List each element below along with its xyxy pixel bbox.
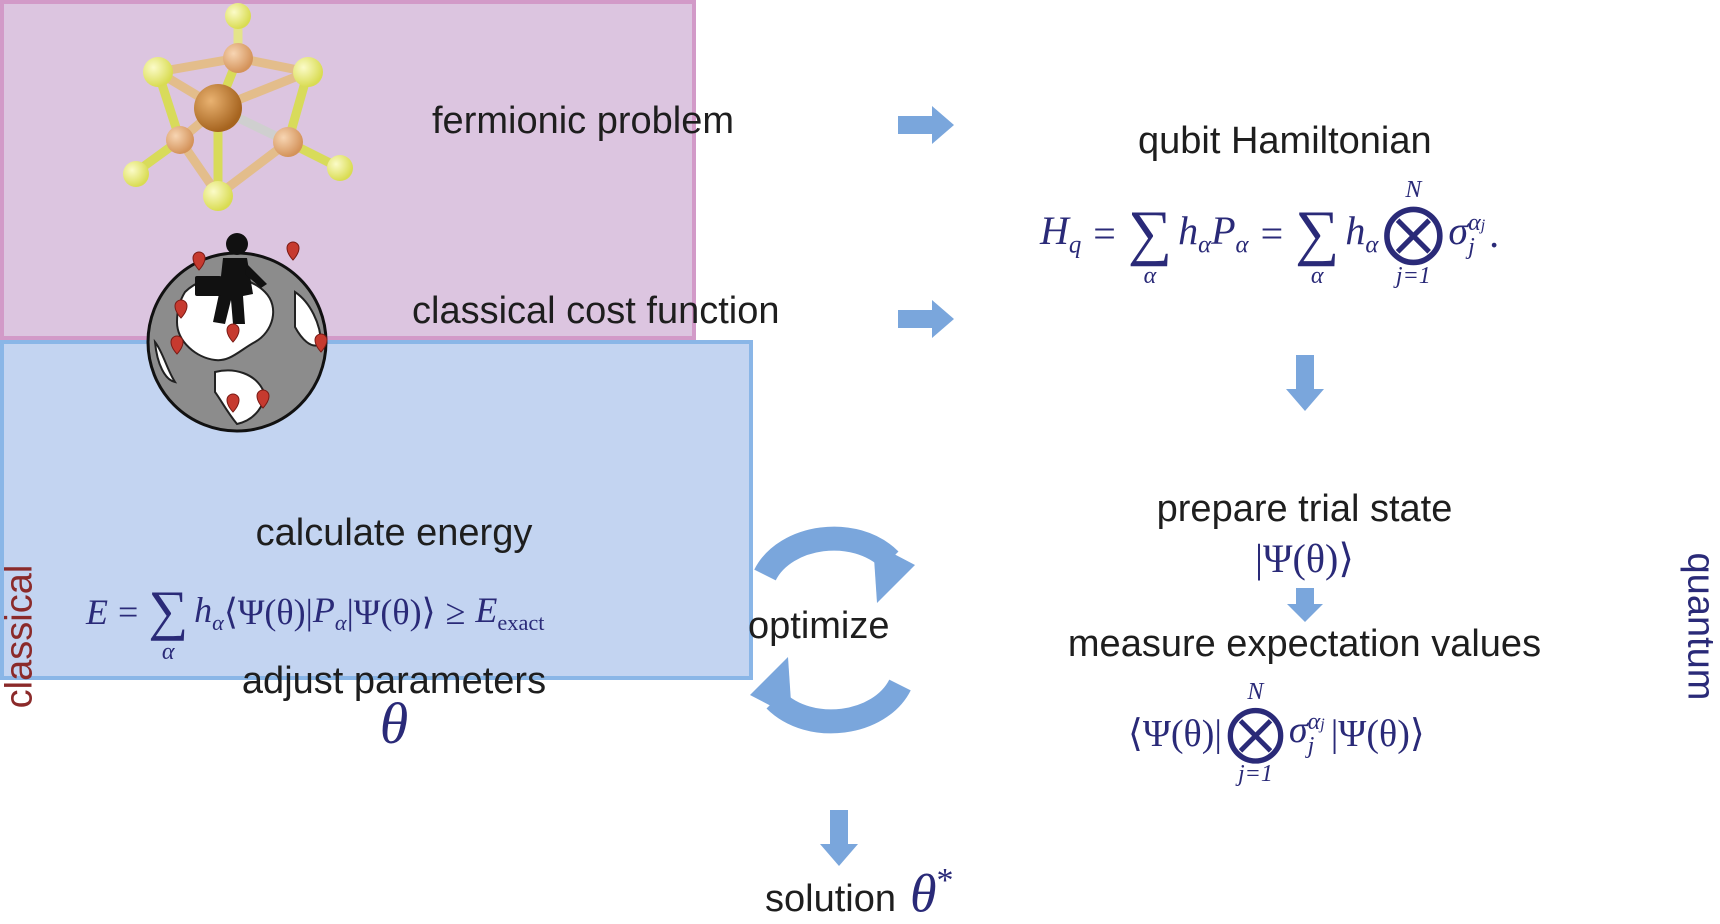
molecule-cluster-icon bbox=[123, 3, 353, 211]
tensor-product-operator: N⨂j=1 bbox=[1225, 678, 1285, 788]
adjust-parameters-label: adjust parameters bbox=[241, 660, 547, 702]
prepare-trial-state-label: prepare trial state bbox=[1156, 488, 1453, 530]
arrow-down-icon bbox=[1287, 588, 1323, 622]
hamiltonian-lhs: Hq bbox=[1040, 207, 1082, 259]
solution-output: solution θ* bbox=[765, 862, 954, 924]
arrow-down-icon bbox=[820, 810, 858, 866]
trial-state: |Ψ(θ)⟩ bbox=[1255, 536, 1354, 581]
sum-operator: ∑α bbox=[1127, 199, 1173, 289]
arrow-right-icon bbox=[898, 300, 954, 338]
tensor-product-operator: N⨂j=1 bbox=[1382, 177, 1445, 289]
qubit-hamiltonian-title: qubit Hamiltonian bbox=[1138, 120, 1432, 162]
calculate-energy-label: calculate energy bbox=[255, 512, 533, 554]
measure-expectation-values-label: measure expectation values bbox=[1067, 623, 1542, 665]
sum-operator: ∑α bbox=[1295, 199, 1340, 289]
arrow-down-icon bbox=[1286, 355, 1324, 411]
globe-traveler-icon bbox=[146, 233, 328, 433]
optimize-label: optimize bbox=[748, 605, 890, 647]
fermionic-problem-label: fermionic problem bbox=[432, 100, 734, 142]
optimize-cycle-icon bbox=[750, 526, 915, 734]
energy-equation: E = ∑α hα ⟨Ψ(θ)| Pα |Ψ(θ)⟩ ≥ Eexact bbox=[86, 562, 544, 665]
quantum-box bbox=[0, 340, 753, 680]
classical-cost-function-label: classical cost function bbox=[412, 290, 780, 332]
theta-parameter: θ bbox=[379, 691, 409, 756]
arrow-right-icon bbox=[898, 106, 954, 144]
sum-operator: ∑α bbox=[148, 580, 189, 665]
